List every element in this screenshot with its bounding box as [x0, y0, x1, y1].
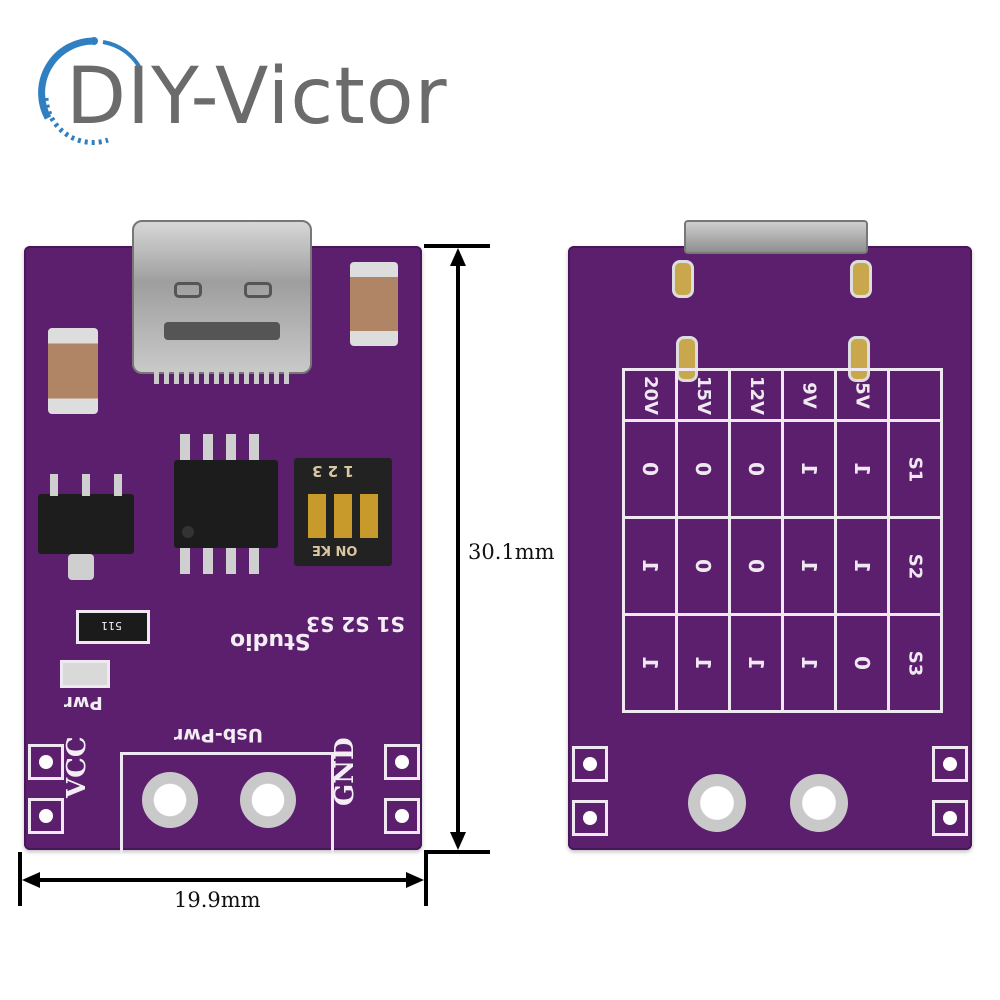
back-pad-rt [932, 746, 968, 782]
regulator-chip [38, 494, 134, 554]
table-row: 1 0 0 1 1 S2 [622, 516, 943, 616]
dip-switch[interactable]: 1 2 3 ON KE [294, 458, 392, 566]
pad-left-top [28, 744, 64, 780]
cell-value: 1 [796, 656, 821, 670]
voltage-12v: 12V [745, 375, 767, 415]
back-pad-lt [572, 746, 608, 782]
back-vcc-hole [688, 774, 746, 832]
capacitor-right [350, 262, 398, 346]
cell-value: 0 [690, 462, 715, 476]
width-dimension: 19.9mm [174, 888, 261, 912]
cell-value: 0 [690, 559, 715, 573]
table-row: 0 0 0 1 1 S1 [622, 419, 943, 519]
cell-value: 1 [849, 559, 874, 573]
cell-value: 1 [796, 462, 821, 476]
pad-left-bottom [28, 798, 64, 834]
usb-pins [154, 370, 294, 384]
back-pad-lb [572, 800, 608, 836]
voltage-table: 20V 15V 12V 9V 5V 0 0 0 1 1 S1 1 0 0 1 1… [622, 368, 943, 713]
table-row: 1 1 1 1 0 S3 [622, 613, 943, 713]
cell-value: 1 [849, 462, 874, 476]
cell-value: 0 [637, 462, 662, 476]
cell-value: 1 [796, 559, 821, 573]
height-dimension: 30.1mm [468, 540, 555, 564]
capacitor-left [48, 328, 98, 414]
voltage-9v: 9V [798, 381, 820, 409]
voltage-5v: 5V [851, 381, 873, 409]
cell-value: 0 [849, 656, 874, 670]
pcb-front: 1 2 3 ON KE S1 S2 S3 511 Studio Pwr Usb-… [24, 220, 422, 853]
dip-toggle-3[interactable] [360, 494, 378, 538]
switch-s3: S3 [904, 650, 926, 676]
gnd-pad[interactable] [240, 772, 296, 828]
cell-value: 0 [743, 462, 768, 476]
header-row: 20V 15V 12V 9V 5V [622, 368, 943, 422]
back-pad-rb [932, 800, 968, 836]
cell-value: 1 [690, 656, 715, 670]
cell-value: 1 [637, 656, 662, 670]
back-gnd-hole [790, 774, 848, 832]
dip-toggle-2[interactable] [334, 494, 352, 538]
dip-toggle-1[interactable] [308, 494, 326, 538]
pad-right-bottom [384, 798, 420, 834]
switch-s2: S2 [904, 553, 926, 579]
terminal-outline [120, 752, 334, 853]
cell-value: 1 [743, 656, 768, 670]
voltage-15v: 15V [692, 375, 714, 415]
vcc-pad[interactable] [142, 772, 198, 828]
main-ic [174, 460, 278, 548]
switch-s1: S1 [904, 456, 926, 482]
usb-c-back [684, 220, 868, 254]
circle-logo-icon [38, 37, 142, 145]
voltage-20v: 20V [639, 375, 661, 415]
cell-value: 0 [743, 559, 768, 573]
pcb-back: 20V 15V 12V 9V 5V 0 0 0 1 1 S1 1 0 0 1 1… [568, 220, 972, 850]
pad-right-top [384, 744, 420, 780]
pwr-led [60, 660, 110, 688]
resistor: 511 [76, 610, 150, 644]
cell-value: 1 [637, 559, 662, 573]
brand-name: DIY-Victor [66, 52, 448, 142]
